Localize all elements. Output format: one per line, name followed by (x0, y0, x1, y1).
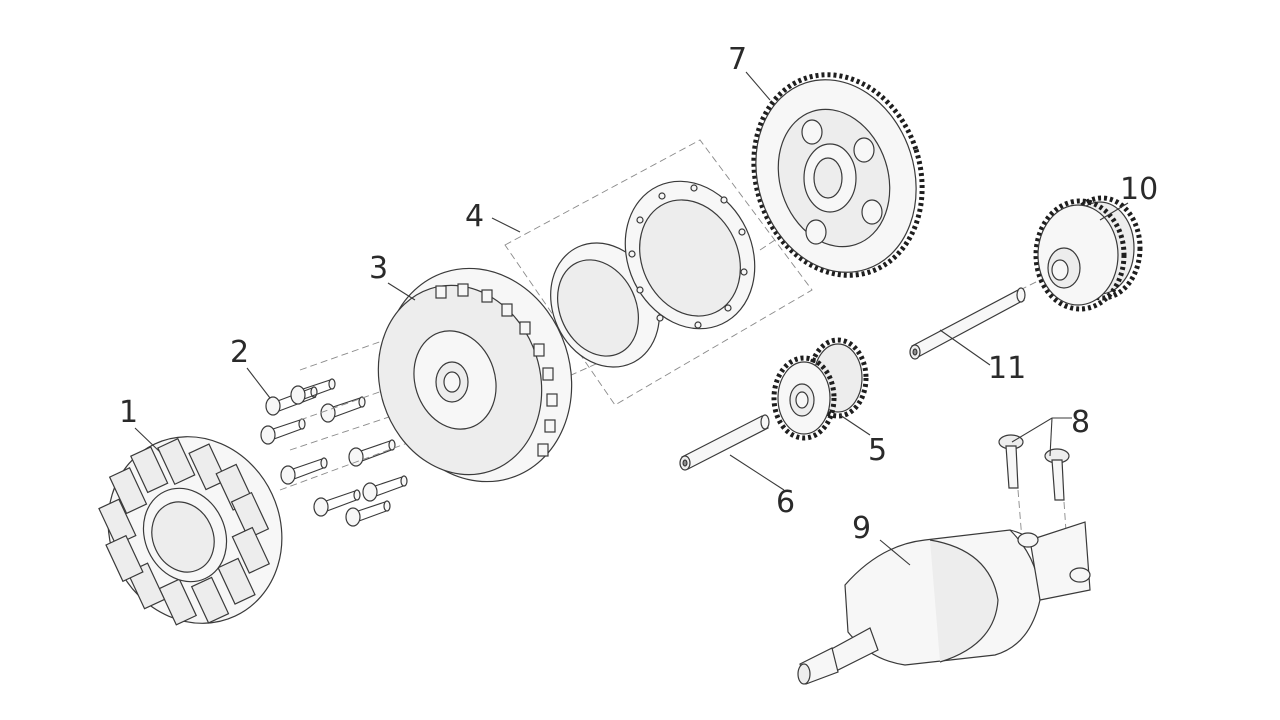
callout-2: 2 (230, 335, 249, 370)
part-7-starter-gear (751, 72, 925, 278)
screw (362, 475, 408, 502)
callout-8: 8 (1071, 405, 1090, 440)
callout-1: 1 (119, 395, 138, 430)
screw (313, 489, 361, 517)
part-2-screws (260, 378, 408, 527)
screw (290, 378, 336, 405)
callout-labels: 1 2 3 4 5 6 7 8 9 10 11 (119, 42, 1158, 546)
screw (260, 418, 306, 445)
callout-4: 4 (465, 199, 484, 234)
bolt (1044, 448, 1070, 501)
callout-7: 7 (728, 42, 747, 77)
screw (345, 500, 391, 527)
stator-coils (98, 437, 271, 626)
screw (280, 457, 328, 485)
clutch-bolt-holes (628, 184, 748, 329)
callout-5: 5 (868, 433, 887, 468)
flywheel-slots (435, 283, 558, 457)
callout-6: 6 (776, 485, 795, 520)
part-3-flywheel (377, 267, 573, 483)
part-9-starter-motor (797, 521, 1091, 685)
callout-10: 10 (1120, 172, 1158, 207)
screw (348, 439, 396, 467)
part-10-double-gear (1033, 195, 1143, 312)
part-11-shaft (909, 287, 1026, 360)
callout-9: 9 (852, 511, 871, 546)
part-4-clutch-assembly (504, 139, 813, 406)
part-8-bolts (998, 434, 1070, 501)
part-6-shaft (679, 414, 770, 471)
bolt (998, 434, 1024, 489)
part-1-stator (98, 436, 283, 626)
leader-lines (134, 71, 1129, 566)
callout-3: 3 (369, 251, 388, 286)
callout-11: 11 (988, 351, 1026, 386)
screw (320, 396, 366, 423)
part-5-reduction-gear (771, 337, 869, 441)
